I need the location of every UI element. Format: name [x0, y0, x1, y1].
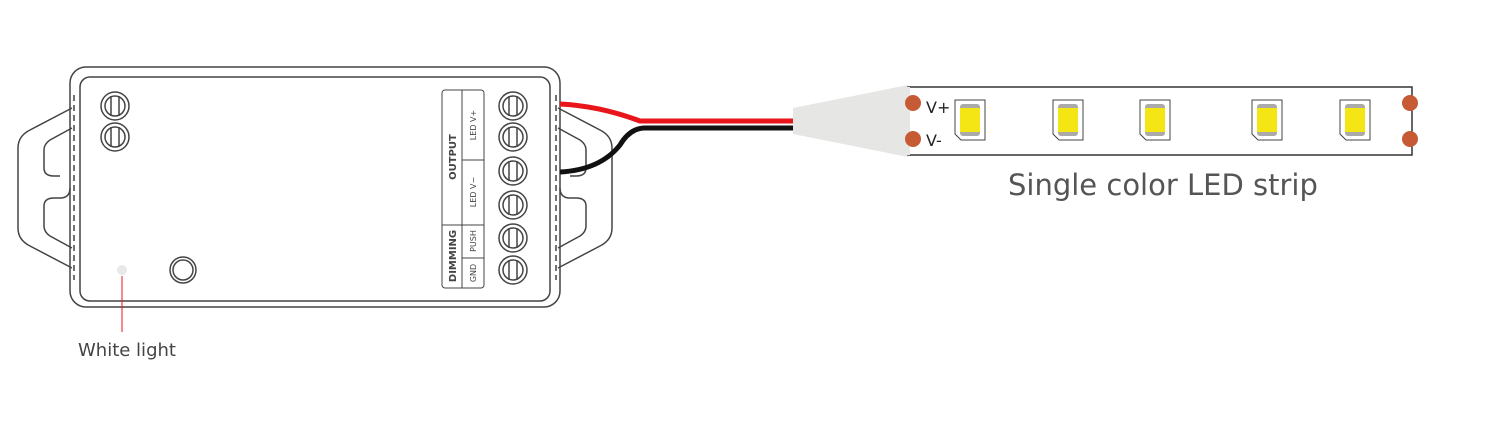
terminal-screw-icon	[498, 122, 528, 152]
solder-pad-plus-right	[1402, 95, 1418, 111]
white-light-label: White light	[78, 340, 176, 361]
dimming-label: DIMMING	[448, 230, 459, 282]
solder-pad-minus	[905, 131, 921, 147]
pad-plus-label: V+	[926, 98, 950, 117]
led-chip	[1251, 99, 1283, 141]
screw-icon	[100, 122, 130, 152]
led-chip	[1139, 99, 1171, 141]
solder-pad-minus-right	[1402, 131, 1418, 147]
terminal-label-box	[441, 89, 485, 289]
terminal-gnd: GND	[469, 264, 478, 282]
white-light-indicator	[117, 265, 127, 275]
terminal-screw-icon	[498, 255, 528, 285]
terminal-led-vplus: LED V+	[469, 110, 478, 140]
strip-title: Single color LED strip	[1008, 168, 1318, 202]
red-wire	[559, 101, 796, 124]
screw-icon	[100, 91, 130, 121]
terminal-push: PUSH	[469, 230, 478, 252]
wire-connector	[793, 85, 908, 157]
terminal-led-vminus: LED V−	[469, 177, 478, 207]
controller-outer-shell	[69, 66, 561, 308]
right-mounting-ear	[557, 107, 613, 269]
pad-minus-label: V-	[926, 131, 942, 150]
terminal-screw-icon	[498, 223, 528, 253]
terminal-screw-icon	[498, 91, 528, 121]
controller	[17, 66, 613, 308]
terminal-labels: OUTPUT DIMMING LED V+ LED V− PUSH GND	[448, 110, 478, 282]
controller-body	[79, 76, 551, 302]
output-label: OUTPUT	[448, 134, 459, 180]
terminal-screw-icon	[498, 156, 528, 186]
solder-pad-plus	[905, 95, 921, 111]
black-wire	[559, 125, 796, 175]
push-button[interactable]	[169, 256, 197, 284]
led-chip	[954, 99, 986, 141]
led-chip	[1339, 99, 1371, 141]
led-chip	[1052, 99, 1084, 141]
led-strip: V+ V-	[904, 86, 1418, 156]
terminal-screw-icon	[498, 190, 528, 220]
left-mounting-ear	[17, 107, 73, 269]
